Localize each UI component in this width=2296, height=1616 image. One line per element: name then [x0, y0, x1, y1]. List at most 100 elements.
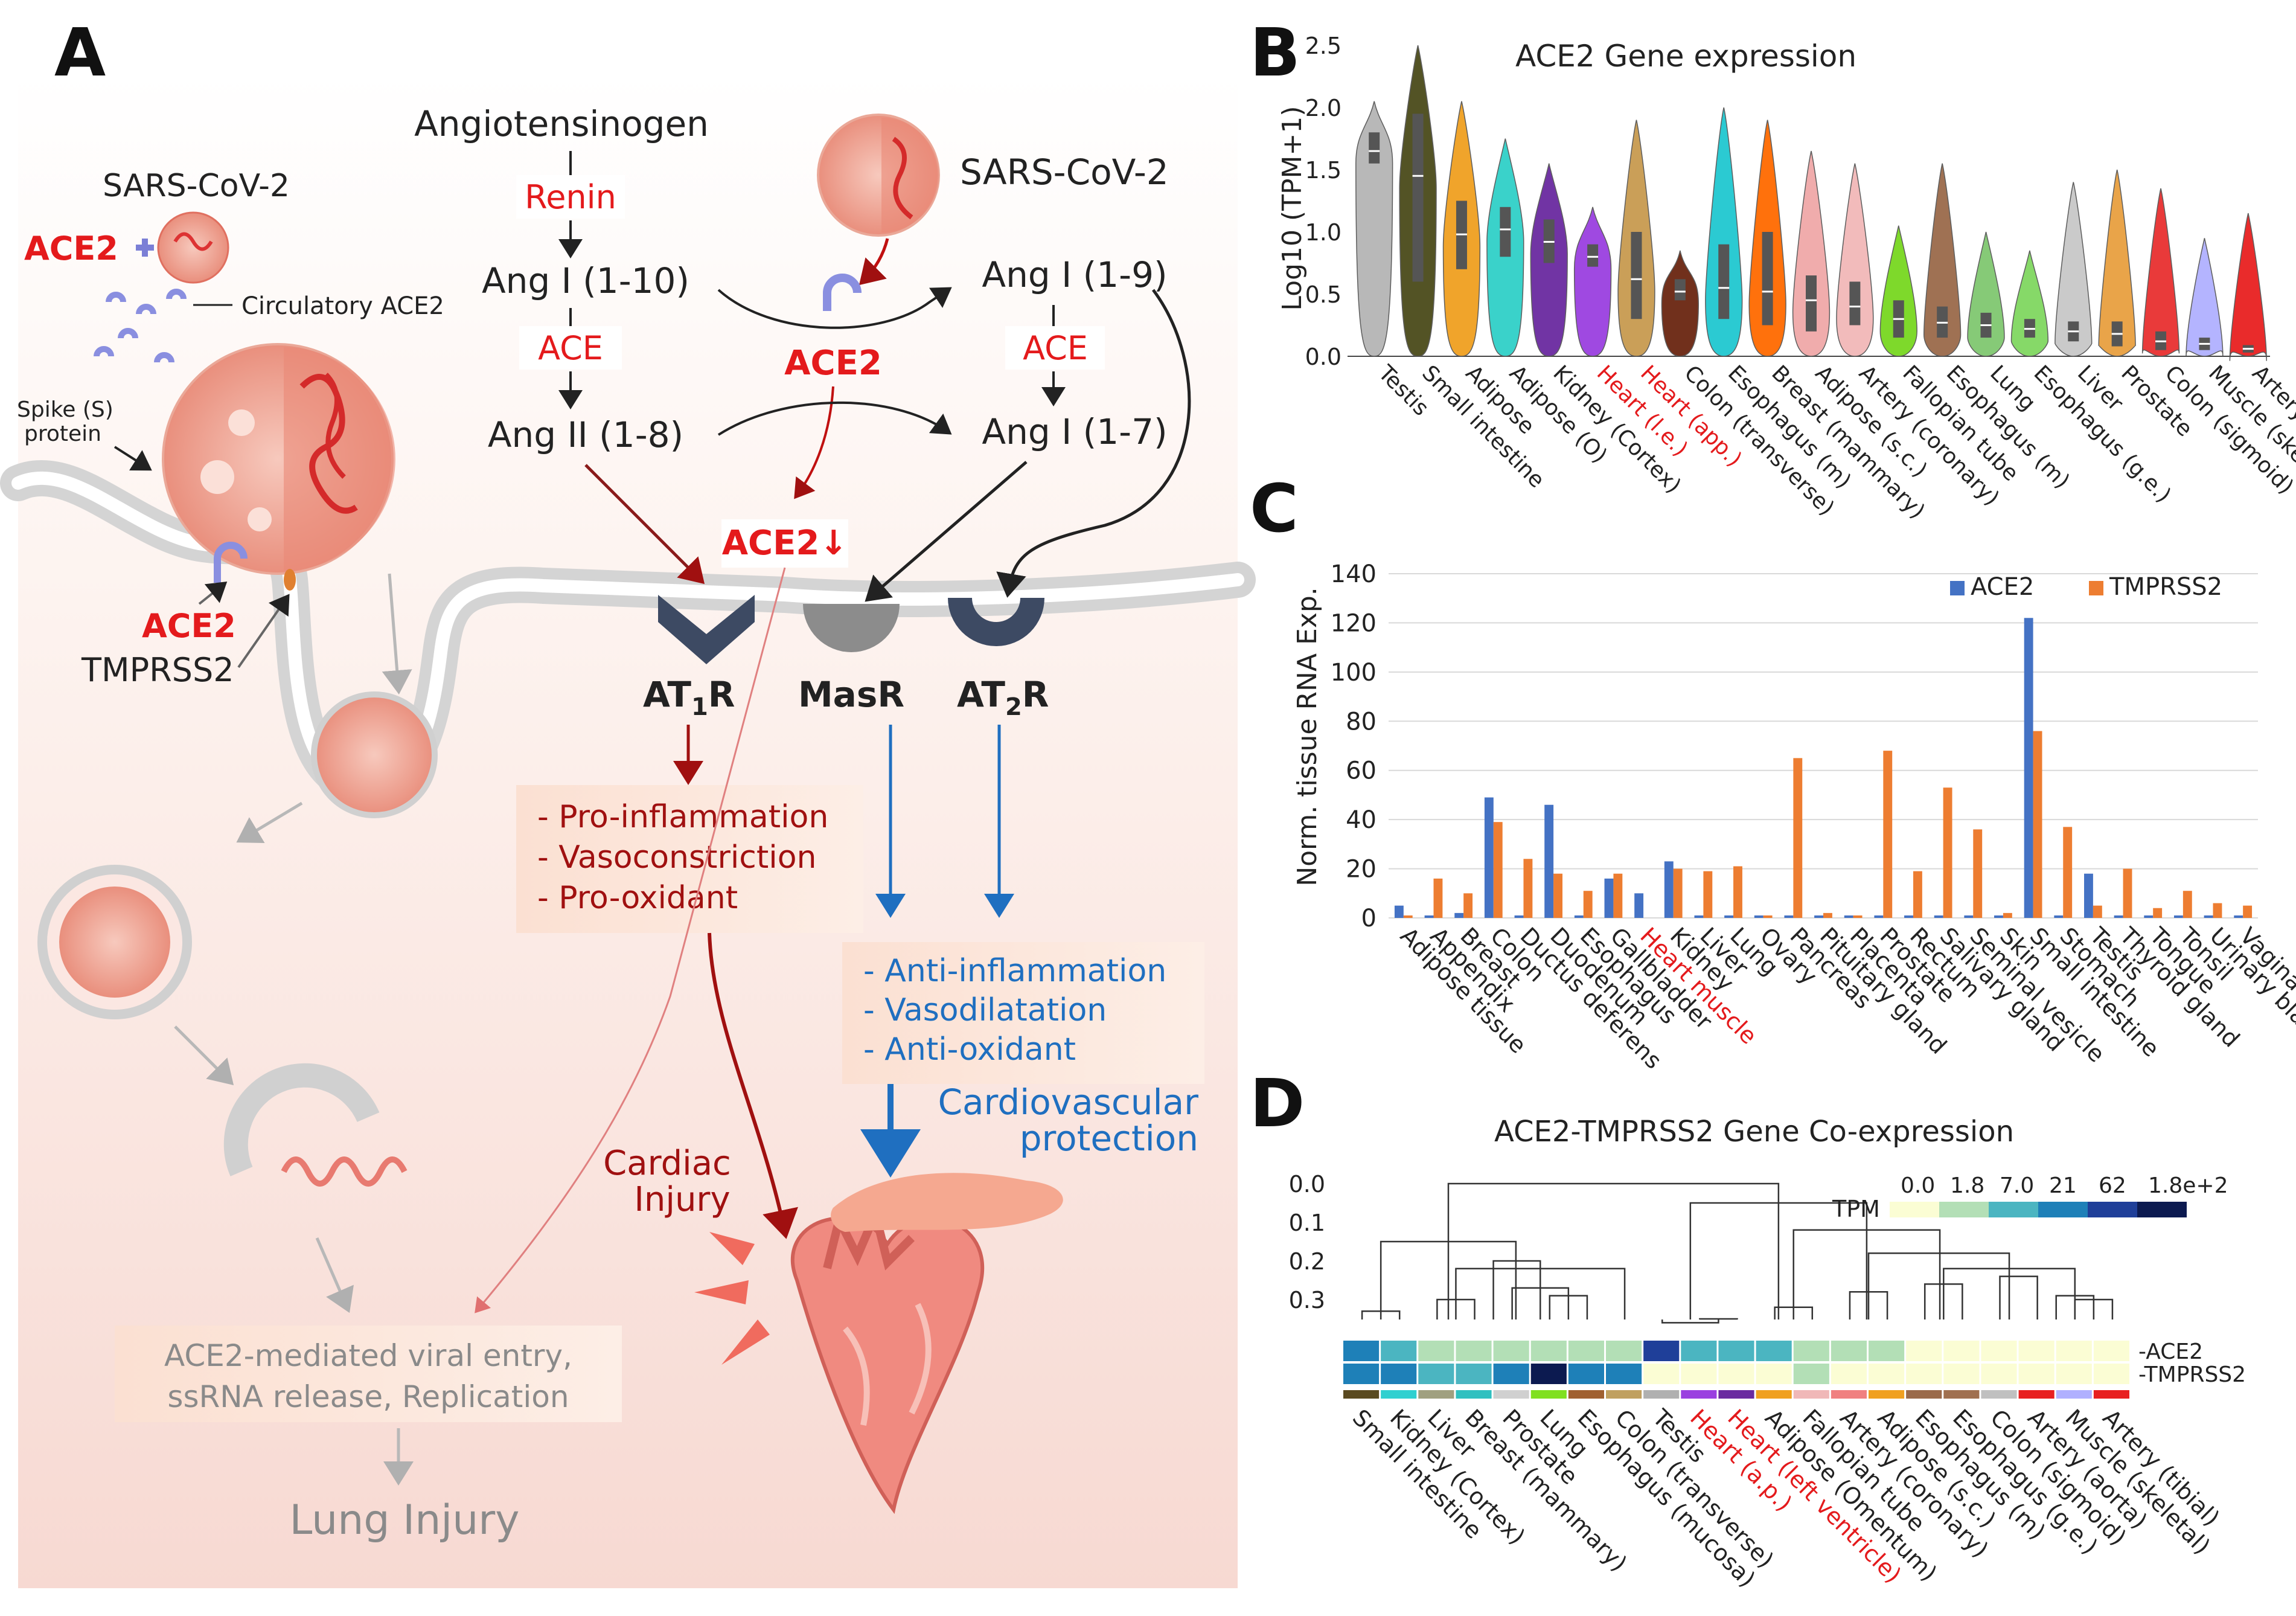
x-tick-label: Testis — [1373, 361, 1433, 421]
heatmap-cell — [1568, 1364, 1604, 1384]
bar-tmprss2 — [1793, 758, 1803, 918]
tmprss2-pointer — [237, 594, 290, 669]
heatmap-cell — [1456, 1364, 1492, 1384]
panel-letter-a: A — [54, 14, 106, 91]
violin-19 — [2186, 238, 2224, 357]
bar-ace2 — [1844, 915, 1853, 918]
dendrogram-tick: 0.1 — [1289, 1210, 1325, 1236]
bar-tmprss2 — [1673, 868, 1683, 918]
ang110-to-ang19-arrow — [717, 287, 952, 329]
heatmap-cell — [1381, 1364, 1417, 1384]
ang17-to-masr-arrow — [865, 461, 1028, 602]
heatmap-cell — [1756, 1341, 1792, 1361]
anti-effect-2: - Vasodilatation — [863, 992, 1107, 1028]
heatmap-cell — [1606, 1364, 1642, 1384]
heatmap-cell — [1943, 1341, 1980, 1361]
violin-13 — [1923, 163, 1962, 357]
heatmap-cell — [1681, 1364, 1717, 1384]
cardiac-injury-1: Cardiac — [603, 1144, 731, 1183]
heatmap-cell — [1831, 1341, 1867, 1361]
bar-ace2 — [1424, 915, 1434, 918]
spike-label-2: protein — [24, 422, 101, 446]
virus-label-right: SARS-CoV-2 — [960, 152, 1169, 193]
ace2-membrane-label: ACE2 — [142, 607, 236, 645]
bar-ace2 — [2114, 915, 2123, 918]
bar-tmprss2 — [1883, 751, 1893, 918]
masr-receptor-icon — [803, 604, 900, 652]
violin-box-5 — [1587, 244, 1599, 267]
circulatory-ace2-icons — [94, 289, 187, 363]
heatmap-cell — [1568, 1341, 1604, 1361]
violin-15 — [2010, 250, 2049, 357]
pro-effect-2: - Vasoconstriction — [537, 839, 816, 876]
bar-ace2 — [1994, 915, 2003, 918]
chart-b-ylabel: Log10 (TPM+1) — [1277, 106, 1308, 310]
bar-tmprss2 — [1703, 871, 1713, 918]
spike-label-1: Spike (S) — [17, 397, 114, 422]
viral-entry-line-1: ACE2-mediated viral entry, — [164, 1338, 572, 1373]
heatmap-cell — [1530, 1341, 1567, 1361]
renin-box — [516, 175, 625, 219]
tissue-color-cell — [1793, 1390, 1829, 1399]
at2r-label: AT2R — [957, 674, 1049, 721]
violin-14 — [1967, 231, 2005, 357]
legend-swatch — [2088, 1202, 2137, 1217]
y-tick-label: 120 — [1331, 609, 1377, 637]
heatmap-cell — [2093, 1341, 2129, 1361]
pro-effects-box — [516, 785, 863, 933]
violin-box-10 — [1806, 275, 1817, 332]
heatmap-cell — [1831, 1364, 1867, 1384]
tissue-color-cell — [2056, 1390, 2092, 1399]
tissue-color-cell — [1493, 1390, 1529, 1399]
bar-tmprss2 — [1493, 822, 1503, 918]
violin-box-7 — [1674, 279, 1686, 301]
legend-title: TPM — [1832, 1196, 1880, 1222]
bar-tmprss2 — [1823, 912, 1832, 918]
pro-effect-3: - Pro-oxidant — [537, 880, 738, 916]
legend-swatch-ace2 — [1950, 581, 1965, 595]
bar-ace2 — [1934, 915, 1943, 918]
bar-ace2 — [1754, 915, 1764, 918]
dendrogram-link — [1999, 1275, 2038, 1319]
bar-ace2 — [1394, 905, 1404, 918]
heatmap-cell — [1418, 1341, 1454, 1361]
heatmap-cell — [1869, 1364, 1905, 1384]
y-tick-label: 80 — [1346, 708, 1377, 736]
heatmap-cell — [1906, 1341, 1942, 1361]
bar-ace2 — [1814, 915, 1823, 918]
anti-effect-3: - Anti-oxidant — [863, 1031, 1076, 1068]
dendrogram-link — [1447, 1182, 1780, 1319]
y-tick-label: 1.0 — [1305, 219, 1341, 246]
heatmap-cell — [2093, 1364, 2129, 1384]
large-virus-icon — [162, 343, 395, 575]
heatmap-cell — [1343, 1341, 1380, 1361]
bar-tmprss2 — [2213, 903, 2222, 918]
bar-tmprss2 — [1583, 891, 1593, 918]
bar-tmprss2 — [1973, 829, 1983, 918]
heatmap-cell — [1381, 1341, 1417, 1361]
legend-swatch — [2137, 1202, 2187, 1217]
violin-box-8 — [1718, 244, 1730, 319]
tissue-color-cell — [1643, 1390, 1680, 1399]
heatmap-cell — [1906, 1364, 1942, 1384]
legend-tick: 62 — [2099, 1173, 2126, 1198]
bar-ace2 — [2204, 915, 2213, 918]
ace2-receptor-icon — [823, 274, 862, 311]
ace-right-label: ACE — [1023, 329, 1088, 367]
bar-ace2 — [2234, 915, 2243, 918]
bar-tmprss2 — [1403, 915, 1413, 918]
legend-tick: 7.0 — [2000, 1173, 2034, 1198]
dendrogram-link — [1492, 1260, 1541, 1319]
cardio-protection-2: protection — [1020, 1118, 1198, 1159]
heatmap-cell — [1756, 1364, 1792, 1384]
legend-swatch-tmprss2 — [2089, 581, 2103, 595]
y-tick-label: 0.0 — [1305, 344, 1341, 370]
bar-ace2 — [1574, 915, 1584, 918]
panel-a: A SARS-CoV-2 ACE2 Circulatory ACE2 Spike… — [0, 14, 1256, 1588]
violin-12 — [1879, 225, 1917, 357]
heatmap-cell — [1793, 1364, 1829, 1384]
heatmap-cell — [2018, 1364, 2055, 1384]
tissue-color-cell — [1456, 1390, 1492, 1399]
heatmap-cell — [1643, 1341, 1680, 1361]
